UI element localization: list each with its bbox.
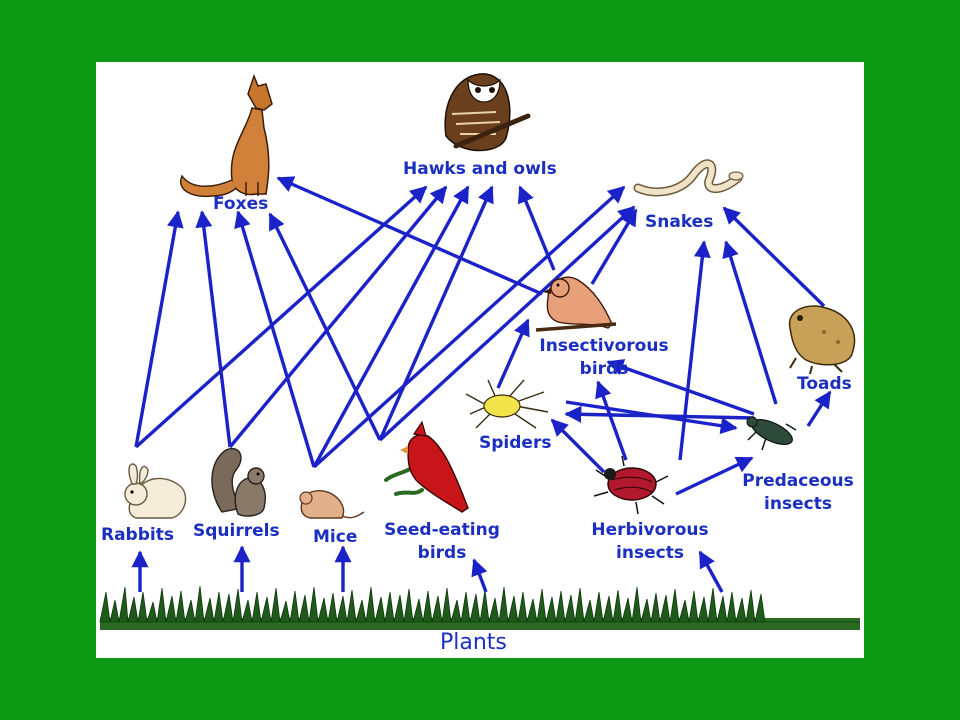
arrow-herbivorous-insect-birds: [595, 380, 628, 461]
label-squirrels: Squirrels: [193, 521, 280, 541]
arrow-herbivorous-spiders: [550, 418, 606, 474]
beetle-icon: [746, 416, 797, 451]
arrow-predaceous-snakes: [722, 240, 778, 405]
label-mice: Mice: [313, 527, 358, 547]
arrow-rabbits-foxes: [134, 210, 184, 448]
arrow-mice-foxes: [234, 210, 316, 468]
arrow-seed-birds-foxes: [268, 212, 382, 441]
arrow-mice-hawks: [312, 185, 470, 468]
food-web-panel: Foxes Hawks and owls Snakes Insectivorou…: [96, 62, 864, 658]
label-plants: Plants: [440, 630, 507, 655]
label-hawks-owls: Hawks and owls: [403, 159, 557, 179]
arrow-herbivorous-predaceous: [675, 456, 754, 496]
arrow-mice-snakes: [312, 185, 626, 469]
label-insectivorous-birds: Insectivorous birds: [539, 336, 669, 379]
arrow-insect-birds-hawks: [517, 185, 556, 271]
label-rabbits: Rabbits: [101, 525, 174, 545]
label-herbivorous-insects: Herbivorous insects: [591, 520, 709, 563]
label-seed-eating-birds: Seed-eating birds: [384, 520, 500, 563]
feeding-arrows: [131, 176, 832, 593]
arrow-predaceous-spiders: [564, 405, 755, 423]
cardinal-icon: [384, 420, 469, 513]
food-web-diagram: [99, 73, 860, 630]
label-foxes: Foxes: [213, 194, 269, 214]
arrow-squirrels-hawks: [228, 185, 448, 449]
leaf-beetle-icon: [593, 455, 669, 515]
grass-icon: [99, 585, 860, 630]
label-snakes: Snakes: [645, 212, 714, 232]
arrow-seed-birds-snakes: [378, 205, 636, 442]
arrow-predaceous-toads: [806, 390, 832, 427]
arrow-herbivorous-snakes: [678, 240, 711, 461]
fox-icon: [180, 73, 273, 198]
arrow-seed-birds-hawks: [378, 185, 494, 441]
label-toads: Toads: [797, 374, 852, 394]
rabbit-icon: [124, 463, 187, 519]
arrow-toads-snakes: [722, 206, 826, 308]
arrow-insect-birds-snakes: [590, 208, 638, 285]
label-spiders: Spiders: [479, 433, 552, 453]
label-predaceous-insects: Predaceous insects: [742, 471, 854, 514]
arrow-plants-herbivorous: [698, 550, 724, 593]
arrow-plants-seed-birds: [471, 558, 488, 593]
arrow-spiders-insect-birds: [496, 318, 530, 389]
mouse-icon: [299, 490, 365, 519]
toad-icon: [788, 305, 856, 375]
bird-icon: [535, 276, 617, 332]
arrow-rabbits-hawks: [134, 185, 428, 449]
squirrel-icon: [211, 447, 266, 517]
arrow-squirrels-foxes: [195, 210, 232, 448]
arrow-insect-birds-foxes: [276, 176, 543, 296]
arrow-predaceous-insect-birds: [606, 359, 755, 416]
spider-icon: [465, 379, 549, 429]
owl-icon: [444, 73, 531, 152]
snake-icon: [633, 159, 744, 197]
